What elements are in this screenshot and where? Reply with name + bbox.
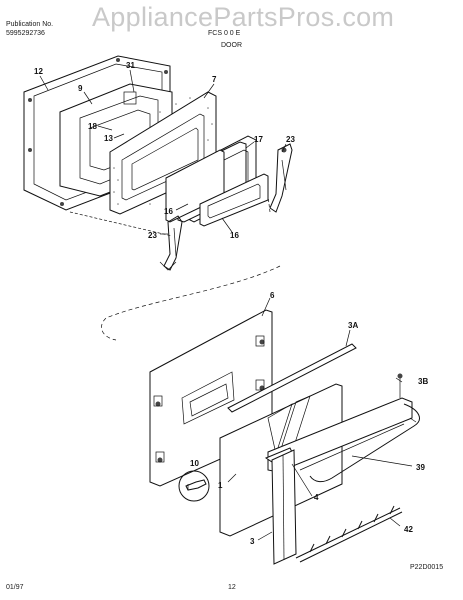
footer-diagram-code: P22D0015 xyxy=(410,564,444,571)
callout-6: 6 xyxy=(270,291,275,300)
watermark: AppliancePartsPros.com xyxy=(92,2,395,32)
callout-3A: 3A xyxy=(348,321,358,330)
callout-16-left: 16 xyxy=(164,207,173,216)
footer-page: 12 xyxy=(228,584,236,591)
callout-7: 7 xyxy=(212,75,217,84)
footer-date: 01/97 xyxy=(6,584,24,591)
callout-39: 39 xyxy=(416,463,425,472)
door-liner-3 xyxy=(271,449,297,565)
callout-3B: 3B xyxy=(418,377,428,386)
callout-4: 4 xyxy=(314,493,319,502)
callout-10: 10 xyxy=(190,459,199,468)
publication-label: Publication No. xyxy=(6,21,54,28)
model-number: FCS 0 0 E xyxy=(208,30,241,37)
trim-strip-3A xyxy=(227,343,357,413)
screw-10 xyxy=(178,470,210,502)
callout-31: 31 xyxy=(126,61,135,70)
callout-9: 9 xyxy=(78,84,83,93)
door-handle-39 xyxy=(267,373,420,483)
door-hinge-left-23 xyxy=(159,215,183,271)
section-title: DOOR xyxy=(221,42,242,49)
glass-pack-17 xyxy=(165,135,257,223)
callout-23-right: 23 xyxy=(286,135,295,144)
callout-17: 17 xyxy=(254,135,263,144)
callout-18: 18 xyxy=(88,122,97,131)
callout-16-right: 16 xyxy=(230,231,239,240)
door-hinge-right-23 xyxy=(269,143,293,213)
callout-13: 13 xyxy=(104,134,113,143)
callout-42: 42 xyxy=(404,525,413,534)
glass-retainer-16 xyxy=(199,173,269,227)
hinge-rod-42 xyxy=(295,505,403,563)
callout-12: 12 xyxy=(34,67,43,76)
callout-1: 1 xyxy=(218,481,223,490)
publication-number: 5995292736 xyxy=(6,30,45,37)
callout-3: 3 xyxy=(250,537,255,546)
callout-23-left: 23 xyxy=(148,231,157,240)
